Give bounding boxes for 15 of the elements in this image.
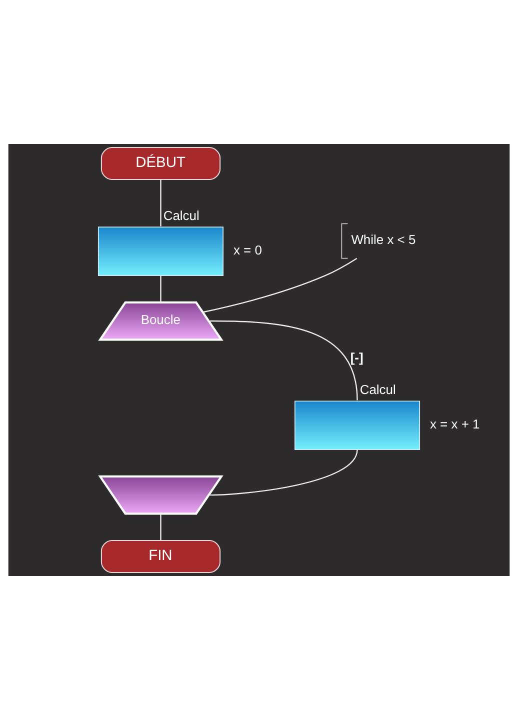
connector	[160, 275, 162, 302]
node-label: x = x + 1	[430, 416, 480, 431]
node-box: FIN	[100, 539, 221, 573]
edge-label: [-]	[350, 350, 364, 365]
connector	[160, 179, 162, 226]
node-box: DÉBUT	[100, 146, 221, 180]
node-trapezoid	[98, 474, 224, 514]
node-label: Calcul	[360, 381, 396, 396]
connector	[210, 320, 358, 400]
connector	[202, 257, 358, 312]
connector	[160, 513, 162, 540]
connector	[210, 448, 358, 496]
node-label: x = 0	[233, 242, 262, 257]
node-label: Calcul	[163, 207, 200, 222]
node-text: While x < 5	[351, 231, 416, 246]
